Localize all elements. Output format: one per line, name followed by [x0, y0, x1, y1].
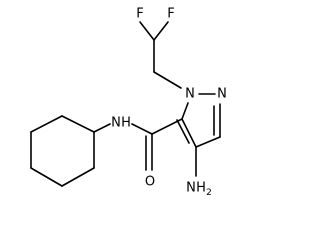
chemical-structure-diagram: F F N N N H O N H 2 — [30, 7, 227, 199]
atom-nitrogen-n2: N — [217, 87, 227, 102]
bond-cy4-cy5 — [30, 167, 63, 187]
atom-nitrogen-n1: N — [185, 87, 195, 102]
bond-c4-c5 — [181, 118, 197, 148]
bond-cf-f2 — [153, 21, 169, 41]
atom-amino-subscript: 2 — [206, 188, 212, 198]
bond-cy5-cy6 — [61, 167, 95, 187]
bond-cy1-cy2 — [61, 115, 95, 133]
bond-c5-carbonyl — [151, 118, 183, 135]
atom-hydrogen-amide: H — [121, 116, 131, 131]
bond-c4-c5-double — [176, 119, 190, 144]
bond-ch2-n1 — [153, 71, 182, 89]
atom-nitrogen-amide: N — [111, 116, 121, 131]
bond-c5-n1 — [181, 102, 189, 120]
atom-hydrogen-amino: H — [196, 181, 206, 196]
bond-carbonyl-nh — [131, 123, 153, 135]
atom-fluorine-left: F — [136, 7, 143, 22]
bond-nh-cy1 — [93, 123, 111, 133]
atom-oxygen-carbonyl: O — [145, 175, 155, 190]
atom-nitrogen-amino: N — [186, 181, 196, 196]
bond-c3-c4 — [195, 136, 221, 148]
bond-cy2-cy3 — [30, 115, 63, 133]
bonds — [30, 21, 221, 187]
atom-labels: F F N N N H O N H 2 — [111, 7, 227, 199]
bond-cf-f1 — [139, 21, 155, 41]
atom-fluorine-right: F — [167, 7, 174, 22]
